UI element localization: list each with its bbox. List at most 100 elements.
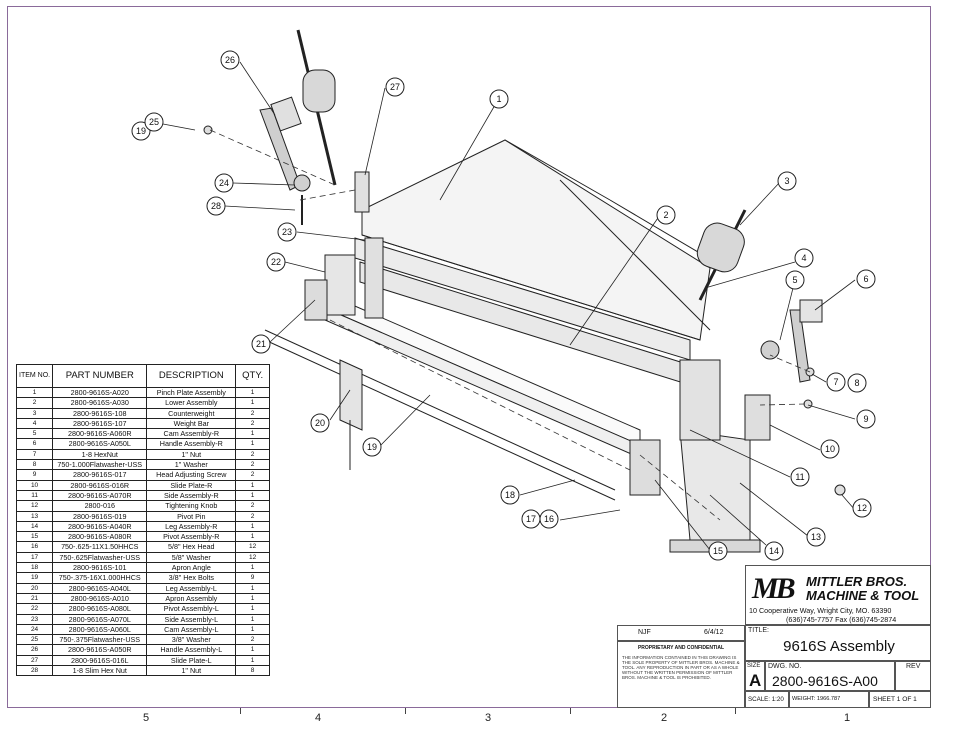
balloon-20: 20 xyxy=(315,418,325,428)
bom-qty: 8 xyxy=(235,665,270,677)
weight-cell: WEIGHT: 1966.787 xyxy=(789,691,869,708)
bom-description: Side Assembly-R xyxy=(146,489,237,502)
bom-qty: 1 xyxy=(235,613,270,625)
bom-description: 5/8" Hex Head xyxy=(146,541,237,553)
sheet-size: A xyxy=(749,671,762,690)
drawn-by: NJF xyxy=(638,629,651,636)
zone-label-5: 5 xyxy=(143,712,150,724)
sheet-number: SHEET 1 OF 1 xyxy=(873,696,917,703)
bom-qty: 1 xyxy=(235,531,270,543)
scale: SCALE: 1:20 xyxy=(748,696,784,703)
bom-item-no: 2 xyxy=(15,397,54,409)
bom-description: Pivot Assembly-R xyxy=(146,531,237,543)
bom-qty: 2 xyxy=(235,510,270,522)
counterweight-right-part xyxy=(696,222,745,273)
bom-item-no: 9 xyxy=(15,469,54,481)
sheet-border xyxy=(7,6,931,708)
bom-item-no: 22 xyxy=(15,603,54,615)
bom-part-number: 2800-016 xyxy=(52,500,148,512)
drawn-date: 6/4/12 xyxy=(704,629,724,636)
bom-qty: 1 xyxy=(235,397,270,409)
bom-part-number: 2800-9616S-A040L xyxy=(52,582,148,594)
bom-qty: 2 xyxy=(235,407,270,419)
balloon-19b: 19 xyxy=(136,126,146,136)
bom-item-no: 16 xyxy=(15,541,54,553)
bom-qty: 12 xyxy=(235,541,270,553)
proprietary-cell: PROPRIETARY AND CONFIDENTIAL THE INFORMA… xyxy=(617,641,745,708)
company-phone: (636)745-7757 Fax (636)745-2874 xyxy=(786,615,897,624)
bom-description: Pinch Plate Assembly xyxy=(146,386,237,399)
bom-qty: 2 xyxy=(235,469,270,481)
zone-divider xyxy=(240,708,241,714)
balloon-14: 14 xyxy=(769,546,779,556)
bom-description: Tightening Knob xyxy=(146,500,237,512)
zone-divider xyxy=(570,708,571,714)
bom-item-no: 20 xyxy=(15,582,54,594)
balloon-24: 24 xyxy=(219,178,229,188)
bom-description: 3/8" Washer xyxy=(146,634,237,646)
weight: WEIGHT: 1966.787 xyxy=(792,696,841,702)
balloon-2: 2 xyxy=(663,210,668,220)
counterweight-left-part xyxy=(302,69,336,113)
bom-description: Apron Angle xyxy=(146,562,237,574)
bom-item-no: 24 xyxy=(15,623,54,636)
bom-item-no: 25 xyxy=(15,634,54,646)
balloon-19: 19 xyxy=(367,442,377,452)
bom-qty: 2 xyxy=(235,500,270,512)
bom-item-no: 5 xyxy=(15,428,54,440)
balloon-22: 22 xyxy=(271,257,281,267)
balloon-16: 16 xyxy=(544,514,554,524)
bom-qty: 2 xyxy=(235,634,270,646)
bom-description: Leg Assembly-R xyxy=(146,520,237,533)
balloon-23: 23 xyxy=(282,227,292,237)
rev-cell: REV xyxy=(895,661,931,691)
bom-item-no: 6 xyxy=(15,438,54,450)
balloon-6: 6 xyxy=(863,274,868,284)
bom-header-part-number: PART NUMBER xyxy=(52,364,148,388)
bom-description: Lower Assembly xyxy=(146,397,237,409)
dwg-no-label: DWG. NO. xyxy=(768,663,802,670)
zone-label-2: 2 xyxy=(661,712,668,724)
balloon-13: 13 xyxy=(811,532,821,542)
balloon-17: 17 xyxy=(526,514,536,524)
size-cell: SIZE A xyxy=(745,661,765,691)
title-cell: TITLE: 9616S Assembly xyxy=(745,625,931,661)
bom-description: Apron Assembly xyxy=(146,592,237,605)
balloon-18: 18 xyxy=(505,490,515,500)
title-label: TITLE: xyxy=(748,627,770,634)
scale-cell: SCALE: 1:20 xyxy=(745,691,789,708)
bom-part-number: 2800-9616S-A070R xyxy=(52,489,148,502)
leg-right-part xyxy=(679,429,751,541)
bom-qty: 1 xyxy=(235,562,270,574)
bom-qty: 1 xyxy=(235,582,270,594)
bom-part-number: 750-.375-16X1.000HHCS xyxy=(52,572,148,584)
zone-label-4: 4 xyxy=(315,712,322,724)
bom-item-no: 23 xyxy=(15,613,54,625)
bom-part-number: 2800-9616S-A050R xyxy=(52,644,148,656)
rev-label: REV xyxy=(906,663,921,670)
balloon-3: 3 xyxy=(784,176,789,186)
bom-part-number: 2800-9616S-A020 xyxy=(52,386,148,399)
bom-description: 1" Nut xyxy=(146,448,237,461)
handle-right-part xyxy=(789,309,811,383)
bom-item-no: 11 xyxy=(15,489,54,502)
bom-part-number: 2800-9616S-A080R xyxy=(52,531,148,543)
bom-item-no: 4 xyxy=(15,417,54,430)
bom-item-no: 17 xyxy=(15,551,54,564)
